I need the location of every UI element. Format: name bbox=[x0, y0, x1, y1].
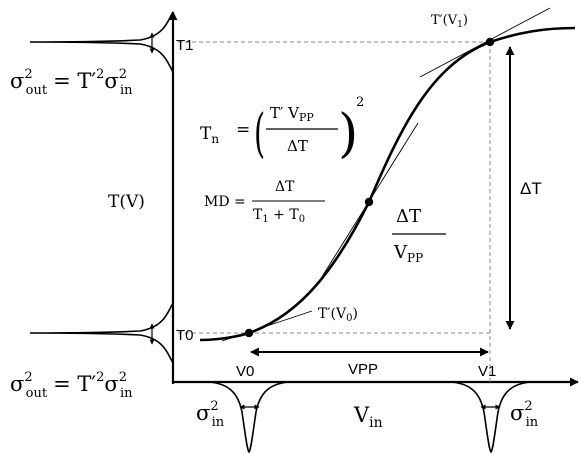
input-distribution-v0 bbox=[209, 381, 289, 454]
t-prime-v1-label: T′(V1) bbox=[431, 13, 468, 30]
t-prime-v0-label: T′(V0) bbox=[318, 306, 358, 324]
svg-text:T1 + T0: T1 + T0 bbox=[253, 207, 305, 225]
point-v0 bbox=[244, 328, 254, 338]
svg-text:ΔT: ΔT bbox=[275, 179, 295, 195]
svg-text:ΔT: ΔT bbox=[396, 206, 421, 227]
t0-label: T0 bbox=[176, 327, 194, 344]
svg-text:Tn: Tn bbox=[200, 124, 219, 146]
tangent-v1 bbox=[419, 7, 551, 78]
tangent-v0 bbox=[221, 310, 313, 342]
delta-t-label: ΔT bbox=[520, 179, 542, 198]
vpp-label: VPP bbox=[348, 361, 378, 378]
svg-text:2: 2 bbox=[356, 95, 364, 110]
transfer-curve bbox=[199, 26, 576, 342]
svg-text:ΔT: ΔT bbox=[287, 137, 308, 155]
svg-text:=: = bbox=[236, 120, 250, 140]
t1-label: T1 bbox=[176, 37, 194, 54]
md-formula: MD = ΔT T1 + T0 bbox=[204, 179, 325, 225]
tn-right-paren: ) bbox=[338, 104, 358, 164]
v0-label: V0 bbox=[236, 363, 254, 380]
tn-left-paren: ( bbox=[254, 103, 265, 164]
point-mid bbox=[364, 197, 374, 207]
svg-text:MD =: MD = bbox=[204, 194, 246, 210]
point-v1 bbox=[485, 37, 495, 47]
slope-formula: ΔT VPP bbox=[392, 206, 446, 265]
v1-label: V1 bbox=[478, 363, 496, 380]
t-of-v-label: T(V) bbox=[108, 192, 145, 212]
vin-label: Vin bbox=[353, 403, 383, 431]
svg-text:VPP: VPP bbox=[393, 242, 423, 265]
svg-text:T′ VPP: T′ VPP bbox=[270, 104, 314, 124]
input-distribution-v1 bbox=[451, 381, 531, 454]
tn-formula: Tn = ( T′ VPP ΔT ) 2 bbox=[200, 95, 364, 164]
